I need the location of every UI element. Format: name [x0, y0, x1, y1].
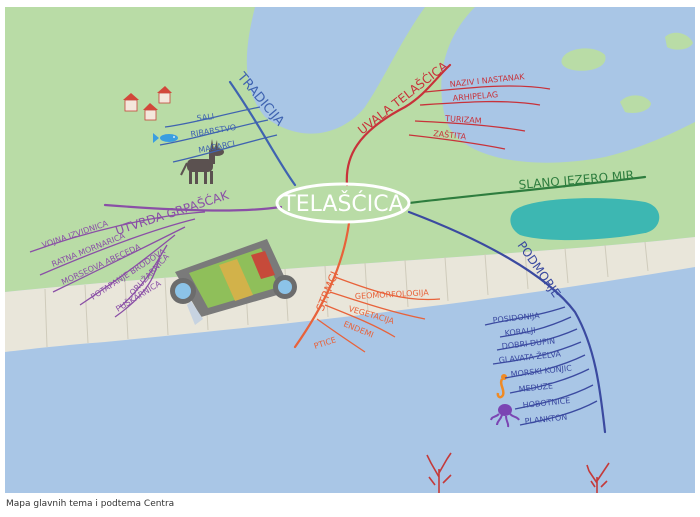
- sub-branch-line: [316, 318, 366, 353]
- sub-branch-line: [484, 306, 566, 326]
- figure-caption: Mapa glavnih tema i podtema Centra: [6, 499, 175, 509]
- sub-topic-label: SALI: [196, 112, 214, 123]
- sub-topic-label: KORALJI: [504, 326, 536, 338]
- sub-branch-line: [39, 218, 196, 276]
- sub-branch-line: [514, 384, 594, 410]
- salt-lake: [510, 198, 660, 241]
- sub-topic-label: ARHIPELAG: [452, 90, 498, 103]
- sub-topic-label: GEOMORFOLOGIJA: [355, 288, 430, 301]
- sub-branch-line: [496, 328, 578, 351]
- sub-branch-line: [492, 341, 582, 365]
- island-small-3: [665, 32, 693, 50]
- donkey-icon: [180, 139, 224, 184]
- sub-branch-line: [172, 134, 278, 163]
- sub-topic-label: TURIZAM: [444, 114, 482, 126]
- sub-branch-line: [324, 304, 396, 338]
- sub-branch-line: [424, 85, 551, 93]
- coral-icon: [426, 452, 452, 493]
- sub-branch-line: [29, 211, 206, 253]
- branch-line-slano: [407, 175, 647, 205]
- center-node: TELAŠĆICA: [275, 182, 411, 224]
- sub-branch-line: [159, 119, 269, 146]
- sub-branch-line: [114, 254, 161, 318]
- fish-icon: [153, 133, 178, 143]
- sub-branch-line: [334, 276, 441, 301]
- branch-line-uvala: [345, 63, 452, 187]
- branch-line-utvrda: [103, 203, 283, 212]
- sub-topic-label: MEDUZE: [518, 381, 553, 394]
- sub-branch-line: [499, 316, 572, 338]
- coral-icon: [586, 462, 610, 493]
- sub-branch-line: [79, 234, 176, 306]
- sub-branch-line: [519, 400, 598, 426]
- island-small-1: [561, 48, 606, 71]
- sub-branch-line: [408, 134, 506, 150]
- sub-branch-line: [509, 368, 590, 394]
- branch-line-podmorje: [407, 210, 607, 434]
- branch-line-tradicija: [228, 80, 297, 187]
- sub-branch-line: [414, 120, 526, 132]
- island-small-2: [620, 95, 651, 113]
- branch-line-strmci: [293, 221, 351, 349]
- sub-topic-label: PLANKTON: [524, 413, 567, 426]
- sub-branch-line: [329, 291, 426, 320]
- fortress-icon: [170, 239, 297, 325]
- sub-branch-line: [504, 354, 586, 379]
- sub-branch-line: [164, 106, 261, 128]
- houses-icon: [123, 86, 172, 121]
- octopus-icon: [490, 404, 520, 428]
- sub-branch-line: [419, 100, 541, 106]
- sub-branch-line: [119, 244, 168, 308]
- sub-branch-line: [52, 226, 186, 293]
- center-node-label: TELAŠĆICA: [281, 191, 403, 217]
